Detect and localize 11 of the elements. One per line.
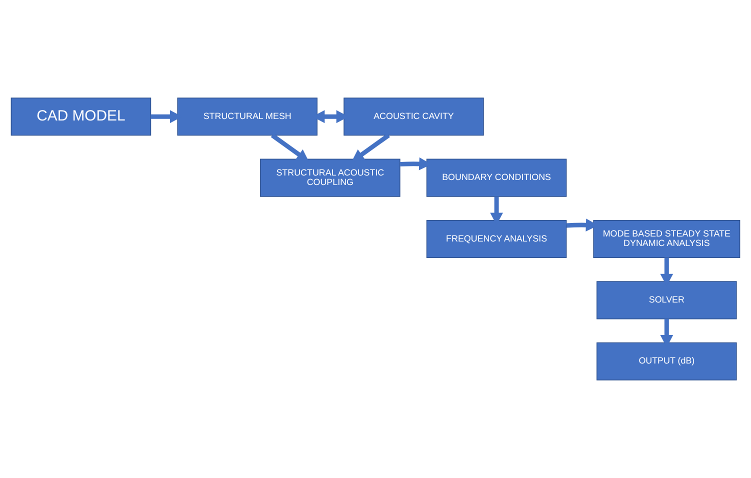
node-box: STRUCTURAL MESH <box>177 98 318 136</box>
node-box: ACOUSTIC CAVITY <box>344 98 484 136</box>
node-box: BOUNDARY CONDITIONS <box>426 158 567 197</box>
node-box: SOLVER <box>596 281 737 320</box>
node-box: CAD MODEL <box>10 98 152 136</box>
node-box: OUTPUT (dB) <box>596 342 737 380</box>
node-box: STRUCTURAL ACOUSTIC COUPLING <box>260 158 400 197</box>
arrow <box>352 133 390 162</box>
node-box: MODE BASED STEADY STATE DYNAMIC ANALYSIS <box>593 220 740 258</box>
arrow <box>270 133 309 162</box>
node-box: FREQUENCY ANALYSIS <box>426 220 567 258</box>
